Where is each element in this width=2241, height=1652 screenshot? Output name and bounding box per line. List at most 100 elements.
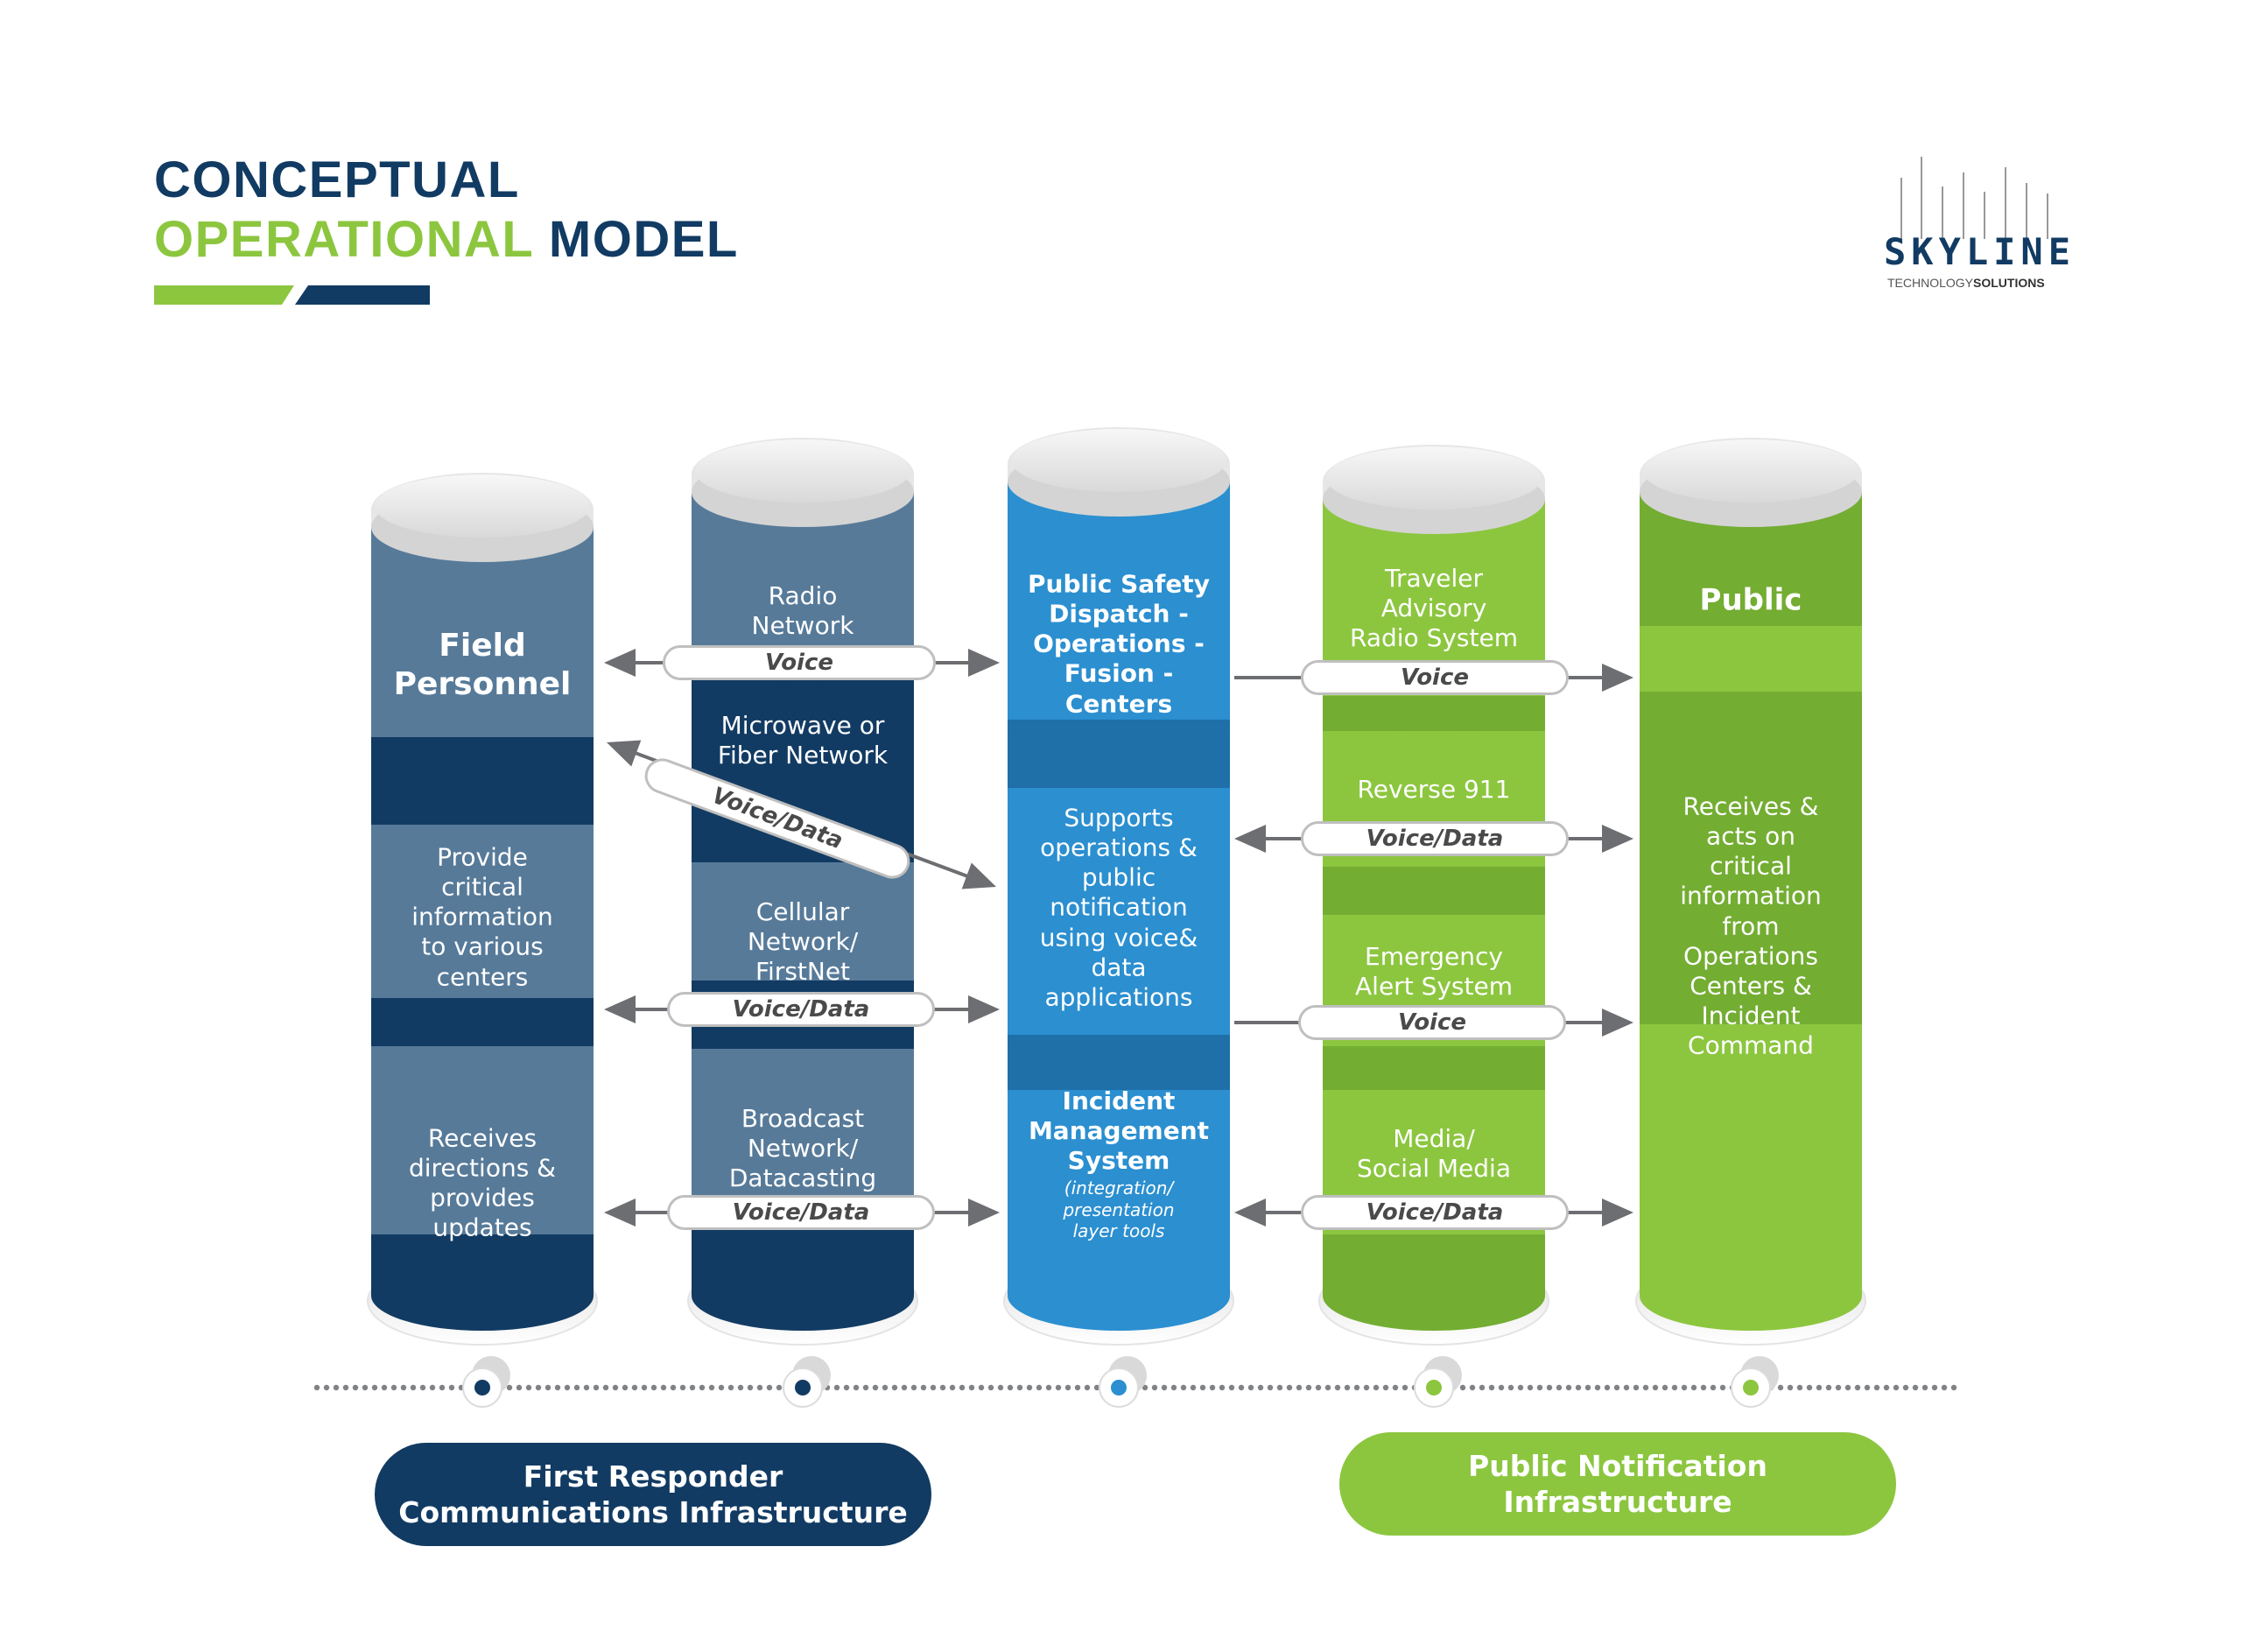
cylinder-dispatch-centers <box>1003 427 1234 1346</box>
timeline-dot <box>1151 1384 1158 1391</box>
logo-wordmark: SKYLINE <box>1884 230 2076 273</box>
timeline-dot <box>1921 1384 1928 1391</box>
timeline-dot <box>1912 1384 1919 1391</box>
timeline-dot <box>1074 1384 1081 1391</box>
timeline-dot <box>833 1384 840 1391</box>
timeline-dot <box>747 1384 754 1391</box>
timeline-dot <box>1016 1384 1023 1391</box>
timeline-dot <box>1517 1384 1524 1391</box>
timeline-dot <box>1247 1384 1254 1391</box>
timeline-dot <box>1036 1384 1043 1391</box>
networks-section-3-text: Cellular Network/ FirstNet <box>698 897 908 987</box>
dispatch-centers-section-3-text: Incident Management System(integration/ … <box>1014 1086 1224 1242</box>
timeline-dot <box>930 1384 937 1391</box>
cylinder-public-notification-systems <box>1318 445 1549 1346</box>
timeline-dot <box>920 1384 927 1391</box>
timeline-dot <box>371 1384 378 1391</box>
timeline-dot <box>448 1384 455 1391</box>
timeline-dot <box>1238 1384 1245 1391</box>
networks-section-3-label: Cellular Network/ FirstNet <box>747 896 859 987</box>
timeline-dot <box>1642 1384 1649 1391</box>
timeline-dot <box>1931 1384 1938 1391</box>
timeline-dot <box>429 1384 436 1391</box>
timeline-dot <box>862 1384 869 1391</box>
timeline-dot <box>939 1384 946 1391</box>
timeline-dot <box>313 1384 320 1391</box>
timeline-dot <box>400 1384 407 1391</box>
public-section-1-label: Public <box>1699 582 1802 618</box>
timeline-dot <box>1498 1384 1505 1391</box>
public-notification-systems-section-2-label: Reverse 911 <box>1357 774 1511 804</box>
timeline-dot <box>1170 1384 1177 1391</box>
timeline-dot <box>708 1384 715 1391</box>
timeline-dot <box>439 1384 446 1391</box>
timeline-dot <box>1902 1384 1909 1391</box>
timeline-dot <box>1007 1384 1014 1391</box>
timeline-dot <box>1469 1384 1476 1391</box>
networks-section-2-label: Microwave or Fiber Network <box>717 710 889 770</box>
timeline-dot <box>1661 1384 1668 1391</box>
timeline-dot <box>342 1384 349 1391</box>
timeline-dot <box>506 1384 513 1391</box>
timeline-dot <box>602 1384 609 1391</box>
timeline-dot <box>843 1384 850 1391</box>
dispatch-centers-section-2-text: Supports operations & public notificatio… <box>1014 803 1224 1012</box>
timeline-dot <box>853 1384 860 1391</box>
timeline-dot <box>737 1384 744 1391</box>
timeline-dot <box>1806 1384 1813 1391</box>
timeline-dot <box>573 1384 580 1391</box>
logo-sub-bold: SOLUTIONS <box>1973 276 2045 290</box>
timeline-dot <box>1681 1384 1688 1391</box>
title-underline <box>154 285 430 305</box>
timeline-dot <box>1392 1384 1399 1391</box>
timeline-dot <box>1584 1384 1591 1391</box>
skyline-logo: SKYLINE TECHNOLOGYSOLUTIONS <box>1873 153 2076 293</box>
timeline-node-networks <box>783 1356 831 1408</box>
timeline-dot <box>978 1384 985 1391</box>
timeline-dot <box>333 1384 340 1391</box>
timeline-dot <box>1209 1384 1216 1391</box>
timeline-dot <box>1093 1384 1100 1391</box>
timeline-dot <box>1873 1384 1880 1391</box>
connector-label-7: Voice <box>1298 1005 1566 1040</box>
timeline-dot <box>1479 1384 1486 1391</box>
timeline-dot <box>1161 1384 1168 1391</box>
connector-label-5: Voice <box>1301 660 1569 695</box>
timeline-dot <box>1546 1384 1553 1391</box>
timeline-dot <box>1883 1384 1890 1391</box>
timeline-dot <box>766 1384 773 1391</box>
timeline-dot <box>1315 1384 1322 1391</box>
public-notification-group-label: Public Notification Infrastructure <box>1468 1448 1767 1519</box>
timeline-dot <box>544 1384 551 1391</box>
public-notification-systems-section-2-text: Reverse 911 <box>1329 775 1539 805</box>
timeline-dot <box>1835 1384 1842 1391</box>
first-responder-group-label: First Responder Communications Infrastru… <box>398 1459 908 1529</box>
timeline-dot <box>1026 1384 1033 1391</box>
timeline-dot <box>525 1384 532 1391</box>
timeline-node-field-personnel <box>462 1356 510 1408</box>
timeline-dot <box>910 1384 917 1391</box>
timeline-dot <box>1527 1384 1534 1391</box>
field-personnel-section-3-label: Receives directions & provides updates <box>408 1123 557 1243</box>
timeline-dot <box>1825 1384 1832 1391</box>
timeline-dot <box>949 1384 956 1391</box>
timeline-dot <box>660 1384 667 1391</box>
timeline-dot <box>1719 1384 1726 1391</box>
public-notification-systems-section-3-label: Emergency Alert System <box>1355 941 1513 1001</box>
timeline-dot <box>362 1384 369 1391</box>
timeline-dot <box>1064 1384 1071 1391</box>
timeline-dot <box>650 1384 657 1391</box>
timeline-dot <box>1267 1384 1274 1391</box>
field-personnel-section-1-text: Field Personnel <box>377 627 587 704</box>
logo-subtitle: TECHNOLOGYSOLUTIONS <box>1887 276 2071 290</box>
timeline-dot <box>1488 1384 1495 1391</box>
field-personnel-section-2-text: Provide critical information to various … <box>377 843 587 993</box>
field-personnel-section-1-label: Field Personnel <box>393 628 572 702</box>
timeline-dot <box>679 1384 686 1391</box>
public-notification-group-pill: Public Notification Infrastructure <box>1339 1432 1896 1536</box>
timeline-dot <box>901 1384 908 1391</box>
timeline-dot <box>410 1384 417 1391</box>
public-notification-systems-section-4-label: Media/ Social Media <box>1356 1123 1511 1183</box>
dispatch-centers-section-1-text: Public Safety Dispatch - Operations - Fu… <box>1014 570 1224 720</box>
